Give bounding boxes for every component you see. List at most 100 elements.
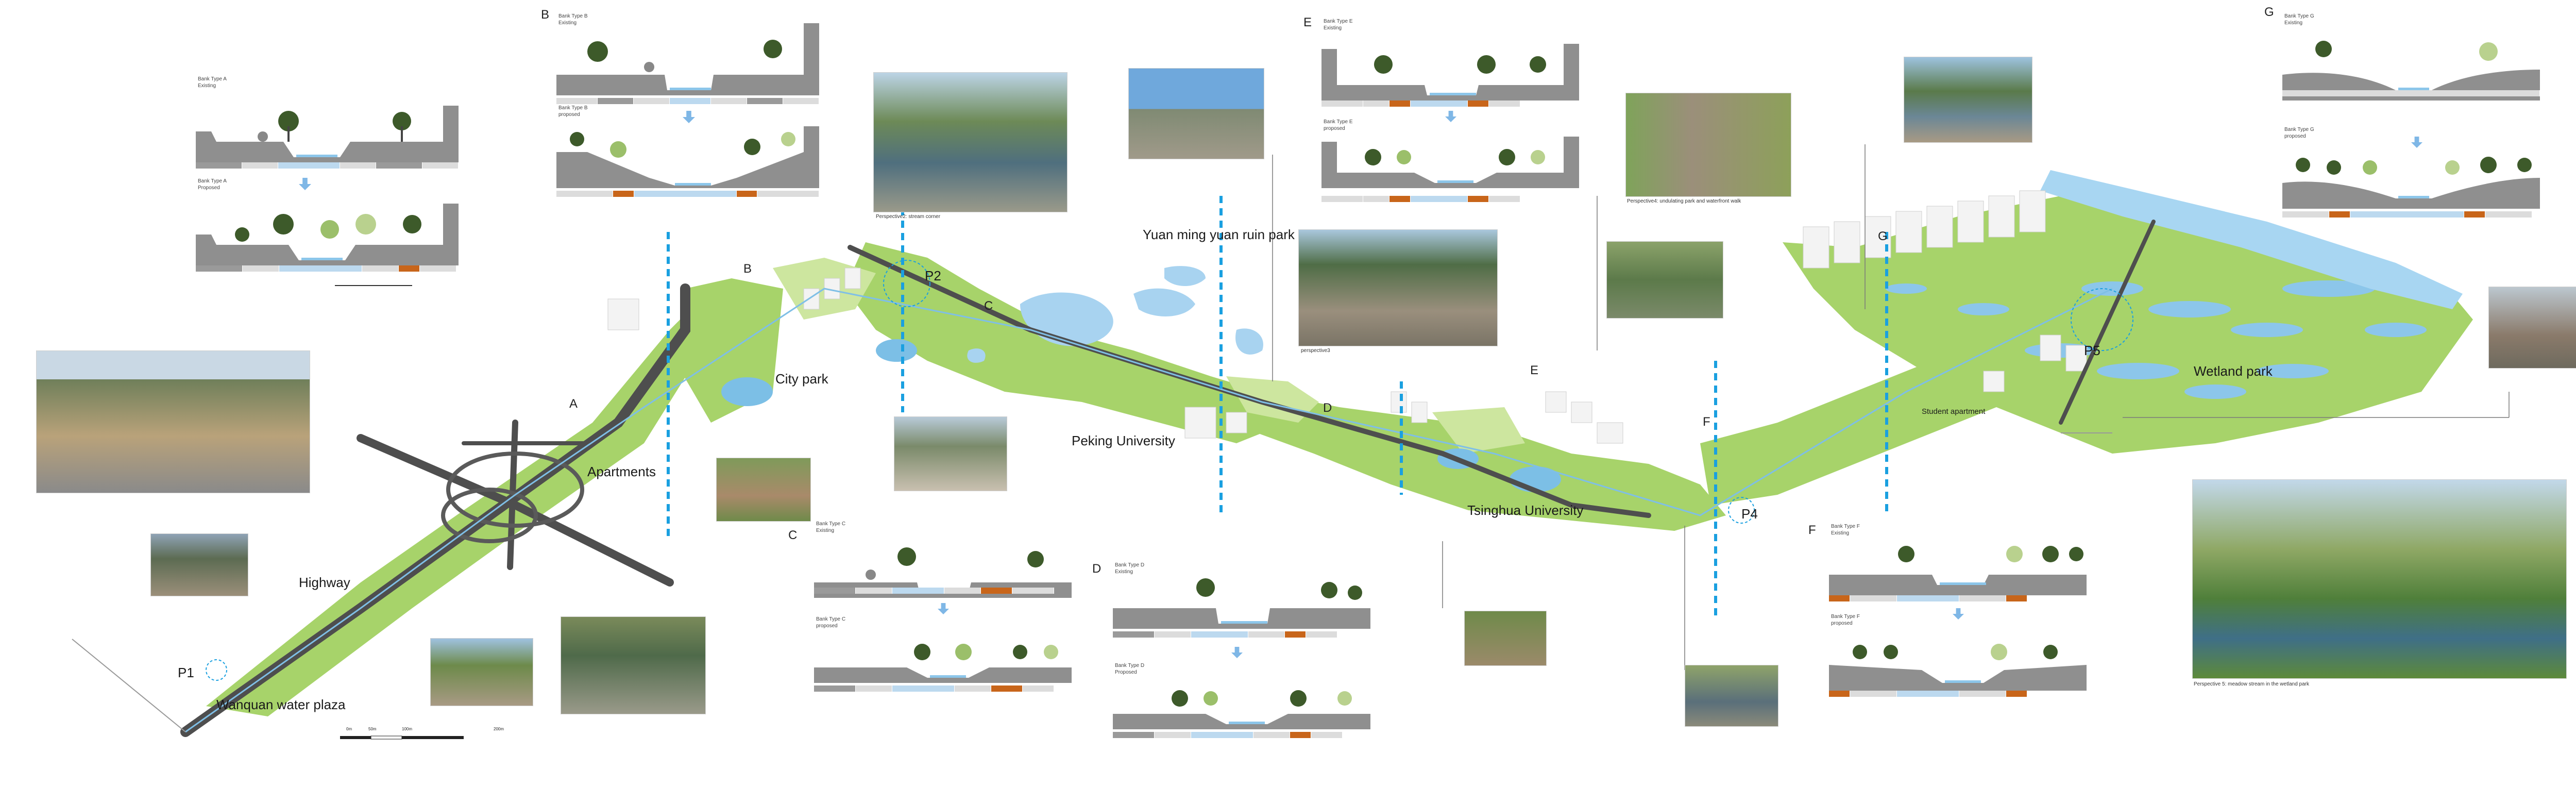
map-letter-a: A bbox=[569, 397, 578, 411]
map-scale-bar bbox=[340, 735, 464, 740]
caption-p3: perspective3 bbox=[1301, 348, 1330, 354]
photo-concrete-channel bbox=[561, 616, 706, 714]
section-d-proposed-legend bbox=[1113, 732, 1370, 738]
section-d-proposed-title: Bank Type D Proposed bbox=[1115, 663, 1145, 675]
section-f-existing-title: Bank Type F Existing bbox=[1831, 524, 1860, 536]
section-c-existing-drawing bbox=[814, 547, 1072, 598]
section-g-panel: Bank Type G Existing Bank Type G propose… bbox=[2282, 13, 2545, 224]
section-b-existing-drawing bbox=[556, 23, 819, 95]
map-letter-e: E bbox=[1530, 363, 1539, 377]
section-b-proposed-legend bbox=[556, 191, 820, 197]
section-g-existing-drawing bbox=[2282, 41, 2540, 101]
section-b-letter: B bbox=[541, 8, 550, 22]
section-e-existing-legend bbox=[1321, 101, 1579, 107]
section-f-existing-legend bbox=[1829, 595, 2087, 601]
section-g-letter: G bbox=[2264, 5, 2274, 19]
creek-line bbox=[185, 288, 2113, 733]
section-e-proposed-legend bbox=[1321, 196, 1579, 202]
point-p4: P4 bbox=[1741, 506, 1758, 522]
section-f-proposed-drawing bbox=[1829, 644, 2087, 691]
section-c-proposed-drawing bbox=[814, 644, 1072, 683]
section-a-scale bbox=[335, 285, 412, 286]
photo-stream-corner bbox=[873, 72, 1067, 212]
photo-p4-path bbox=[1625, 93, 1791, 197]
section-c-arrow bbox=[938, 603, 949, 614]
river-band bbox=[2040, 170, 2463, 309]
section-b-panel: Bank Type B Existing Bank Type B propose… bbox=[556, 13, 824, 198]
section-e-letter: E bbox=[1303, 15, 1312, 29]
photo-railing-water bbox=[894, 416, 1007, 491]
section-g-proposed-legend bbox=[2282, 211, 2540, 218]
map-letter-b: B bbox=[743, 262, 752, 276]
section-a-existing-legend bbox=[196, 162, 459, 169]
section-e-proposed-title: Bank Type E proposed bbox=[1324, 119, 1353, 131]
section-a-panel: Bank Type A Existing Bank Type A Propose… bbox=[196, 70, 464, 296]
photo-canal-willow bbox=[1606, 241, 1723, 319]
section-a-existing-title: Bank Type A Existing bbox=[198, 76, 227, 89]
photo-bridge-canal bbox=[1685, 665, 1778, 727]
section-g-existing-title: Bank Type G Existing bbox=[2284, 13, 2314, 26]
photo-walkway-left bbox=[36, 350, 310, 493]
caption-p4: Perspective4: undulating park and waterf… bbox=[1627, 198, 1741, 204]
point-p1: P1 bbox=[178, 665, 194, 680]
scale-tick-100: 100m bbox=[402, 727, 413, 731]
label-peking-university: Peking University bbox=[1072, 433, 1175, 448]
section-d-proposed-drawing bbox=[1113, 690, 1370, 729]
scale-tick-200: 200m bbox=[494, 727, 504, 731]
perspective-markers bbox=[206, 260, 2133, 681]
section-f-proposed-legend bbox=[1829, 691, 2087, 697]
label-city-park: City park bbox=[775, 371, 828, 387]
photo-wetland-stream bbox=[2192, 479, 2567, 679]
label-wetland-park: Wetland park bbox=[2194, 363, 2273, 379]
section-g-proposed-title: Bank Type G proposed bbox=[2284, 127, 2314, 139]
wetland-water bbox=[1886, 280, 2427, 399]
section-b-existing-legend bbox=[556, 98, 820, 104]
section-b-existing-title: Bank Type B Existing bbox=[558, 13, 588, 26]
section-a-proposed-title: Bank Type A Proposed bbox=[198, 178, 227, 191]
caption-p5: Perspective 5: meadow stream in the wetl… bbox=[2194, 681, 2309, 687]
label-apartments: Apartments bbox=[587, 464, 656, 479]
map-letter-d: D bbox=[1323, 401, 1332, 415]
point-p2: P2 bbox=[925, 268, 941, 283]
section-a-arrow bbox=[299, 178, 311, 190]
section-g-proposed-drawing bbox=[2282, 157, 2540, 209]
section-d-existing-legend bbox=[1113, 631, 1370, 638]
section-c-proposed-legend bbox=[814, 685, 1072, 692]
section-c-existing-title: Bank Type C Existing bbox=[816, 521, 846, 533]
section-c-proposed-title: Bank Type C proposed bbox=[816, 616, 846, 629]
section-d-existing-title: Bank Type D Existing bbox=[1115, 562, 1145, 575]
section-f-arrow bbox=[1953, 608, 1964, 620]
label-student-apartment: Student apartment bbox=[1922, 407, 1986, 416]
map-letter-c: C bbox=[984, 299, 993, 313]
photo-perspective3 bbox=[1298, 229, 1498, 346]
label-highway: Highway bbox=[299, 575, 350, 590]
photo-path-tsinghua bbox=[1464, 611, 1547, 666]
scale-tick-50: 50m bbox=[368, 727, 377, 731]
section-e-existing-drawing bbox=[1321, 44, 1579, 101]
section-c-letter: C bbox=[788, 528, 798, 542]
section-f-proposed-title: Bank Type F proposed bbox=[1831, 614, 1860, 626]
section-f-letter: F bbox=[1808, 523, 1816, 537]
section-d-arrow bbox=[1231, 647, 1243, 658]
section-e-proposed-drawing bbox=[1321, 137, 1579, 188]
interchange bbox=[441, 451, 584, 543]
label-yuan-ming-yuan: Yuan ming yuan ruin park bbox=[1143, 227, 1295, 242]
section-f-existing-drawing bbox=[1829, 546, 2087, 595]
section-b-proposed-drawing bbox=[556, 126, 819, 188]
caption-p2: Perspective2: stream corner bbox=[876, 214, 941, 220]
section-b-proposed-title: Bank Type B proposed bbox=[558, 105, 588, 118]
point-p5: P5 bbox=[2084, 343, 2100, 358]
photo-highway-canal bbox=[430, 638, 533, 706]
section-e-panel: Bank Type E Existing Bank Type E propose… bbox=[1321, 18, 1584, 209]
section-d-panel: Bank Type D Existing Bank Type D Propose… bbox=[1113, 551, 1370, 742]
section-c-panel: Bank Type C Existing Bank Type C propose… bbox=[814, 515, 1072, 701]
section-cut-lines bbox=[667, 196, 1888, 618]
photo-city-park-path bbox=[716, 458, 811, 522]
map-letter-g: G bbox=[1878, 229, 1888, 243]
photo-yuanmingyuan-street bbox=[1128, 68, 1264, 159]
photo-p1-plaza bbox=[150, 533, 248, 596]
photo-rock-cluster bbox=[2488, 287, 2576, 369]
section-d-existing-drawing bbox=[1113, 578, 1370, 629]
section-a-existing-drawing bbox=[196, 106, 459, 162]
